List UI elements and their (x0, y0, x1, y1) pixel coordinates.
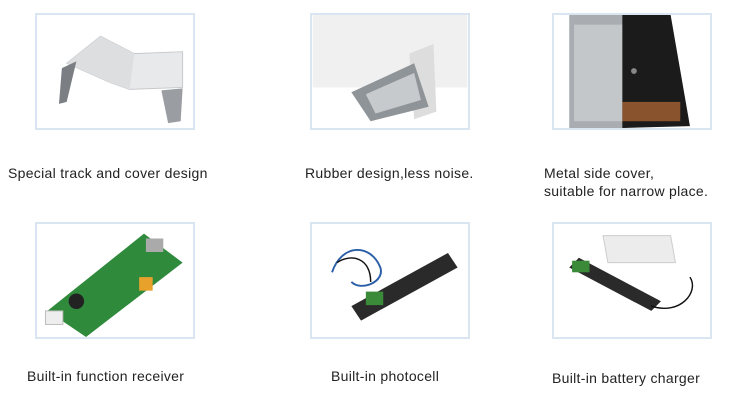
feature-label-receiver: Built-in function receiver (27, 368, 185, 384)
metal-side-cover-image (552, 13, 712, 130)
feature-label-battery-charger: Built-in battery charger (552, 370, 701, 386)
battery-charger-image (552, 222, 712, 339)
feature-label-line1: Metal side cover, (544, 165, 655, 181)
rubber-track-image (310, 13, 470, 130)
feature-label-line2: suitable for narrow place. (544, 183, 709, 199)
feature-label-track-cover: Special track and cover design (8, 165, 208, 181)
feature-label-rubber: Rubber design,less noise. (305, 165, 474, 181)
photocell-image (310, 222, 470, 339)
track-cover-image (35, 13, 195, 130)
circuit-board-image (35, 222, 195, 339)
feature-label-metal-side-cover: Metal side cover, suitable for narrow pl… (544, 164, 708, 200)
feature-label-photocell: Built-in photocell (331, 368, 440, 384)
